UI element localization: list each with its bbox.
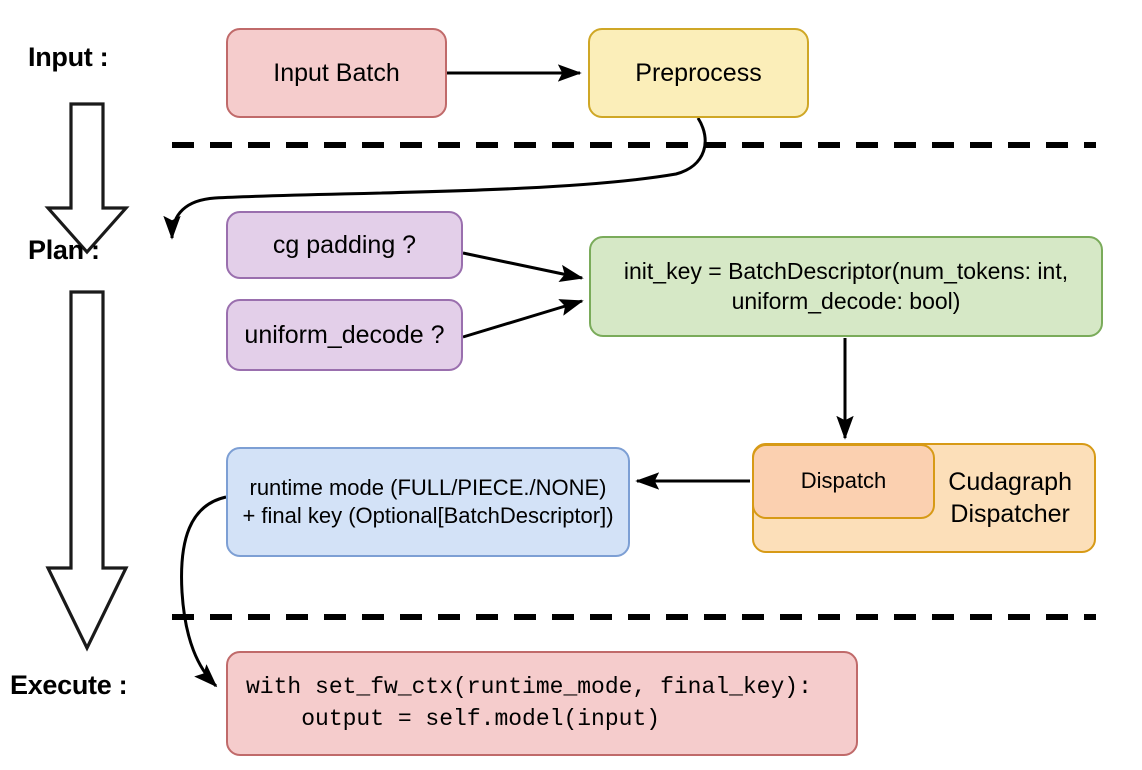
stage-label-input: Input :	[28, 42, 109, 72]
stage-flow-arrow-input-to-plan	[44, 102, 130, 255]
execute-code-line2: output = self.model(input)	[246, 705, 661, 732]
node-cudagraph-dispatcher-line2: Dispatcher	[950, 500, 1070, 528]
stage-label-execute: Execute :	[10, 670, 128, 700]
node-runtime-mode-line1: runtime mode (FULL/PIECE./NONE)	[249, 474, 607, 500]
edge-runtime-mode-to-execute-code	[180, 495, 227, 688]
execute-code-line1: with set_fw_ctx(runtime_mode, final_key)…	[246, 674, 812, 701]
cudagraph-dispatcher-label-stack: Cudagraph Dispatcher	[948, 466, 1072, 530]
execute-code-text: with set_fw_ctx(runtime_mode, final_key)…	[246, 672, 812, 734]
node-uniform-decode[interactable]: uniform_decode ?	[226, 299, 463, 371]
stage-flow-arrow-plan-to-execute	[45, 290, 129, 652]
node-runtime-mode[interactable]: runtime mode (FULL/PIECE./NONE) + final …	[226, 447, 630, 557]
node-dispatch[interactable]: Dispatch	[752, 444, 935, 519]
node-init-key-line2: uniform_decode: bool)	[731, 287, 961, 314]
edge-preprocess-to-cg-padding	[163, 117, 707, 240]
node-runtime-mode-line2: + final key (Optional[BatchDescriptor])	[242, 503, 614, 528]
edge-cg-padding-to-init-key	[462, 251, 584, 282]
stage-label-plan: Plan :	[28, 235, 100, 265]
node-init-key[interactable]: init_key = BatchDescriptor(num_tokens: i…	[589, 236, 1103, 337]
node-preprocess[interactable]: Preprocess	[588, 28, 809, 118]
node-cudagraph-dispatcher-line1: Cudagraph	[948, 468, 1072, 496]
edge-uniform-decode-to-init-key	[462, 299, 584, 339]
node-input-batch[interactable]: Input Batch	[226, 28, 447, 118]
node-init-key-line1: init_key = BatchDescriptor(num_tokens: i…	[623, 258, 1069, 285]
node-execute-code[interactable]: with set_fw_ctx(runtime_mode, final_key)…	[226, 651, 858, 756]
node-cg-padding[interactable]: cg padding ?	[226, 211, 463, 279]
